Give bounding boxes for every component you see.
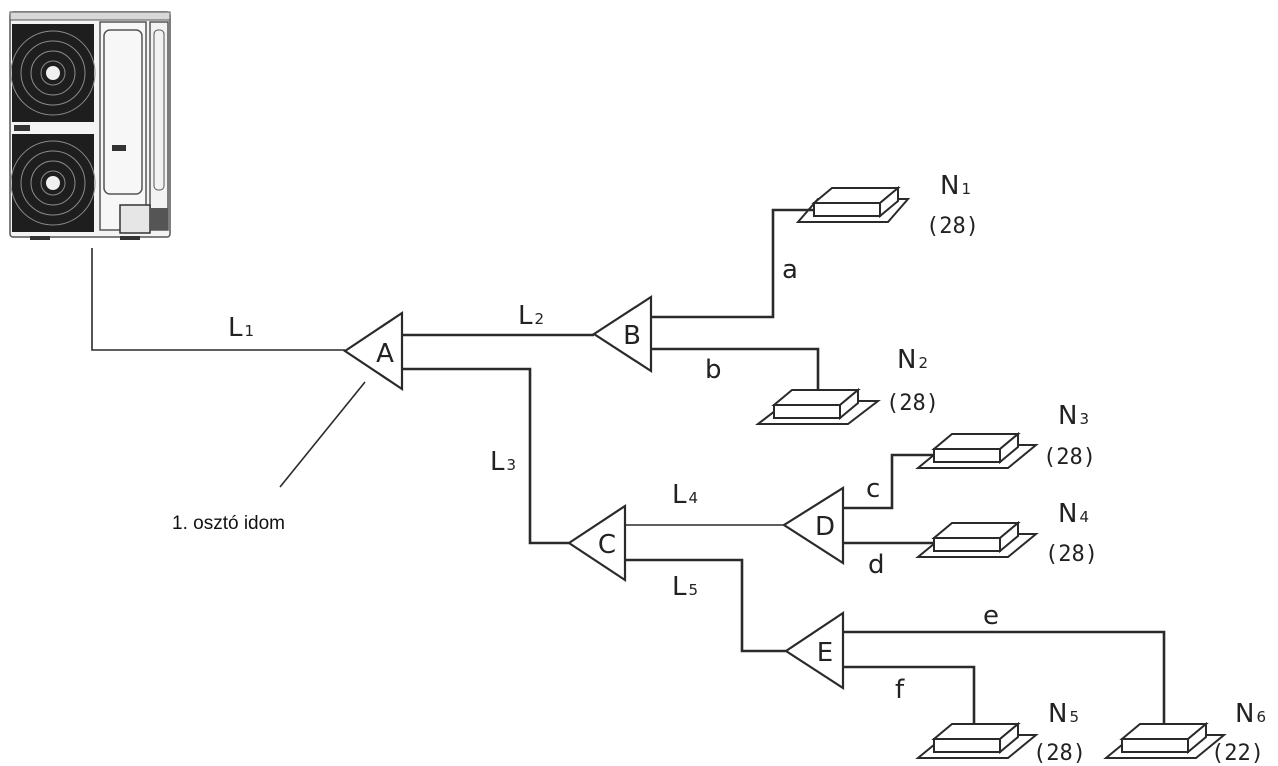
unit-capacity: (28): [1033, 741, 1086, 766]
pipe-c: [843, 453, 934, 510]
fan-icon: [10, 24, 96, 122]
joint-label: A: [376, 339, 394, 369]
unit-subscript: 3: [1079, 410, 1089, 428]
svg-text:N2: N2: [897, 345, 928, 375]
label-d: d: [868, 550, 885, 580]
branch-joint-D: D: [781, 486, 845, 566]
label-b: b: [705, 355, 722, 385]
svg-text:N1: N1: [940, 171, 971, 201]
svg-text:N5: N5: [1048, 699, 1079, 729]
unit-subscript: 5: [1069, 708, 1079, 726]
svg-text:N6: N6: [1235, 699, 1266, 729]
unit-name: N: [1048, 699, 1067, 729]
unit-name: N: [1058, 401, 1077, 431]
joint-label: C: [598, 530, 616, 560]
svg-text:N4: N4: [1058, 499, 1089, 529]
label-subscript: 3: [507, 456, 517, 474]
branch-joint-callout: 1. osztó idom: [172, 513, 285, 534]
label-e: e: [983, 601, 999, 631]
unit-capacity: (28): [1045, 542, 1098, 567]
outdoor-unit: [9, 11, 171, 240]
branch-joint-B: B: [591, 294, 653, 374]
pipe-b: [651, 347, 820, 402]
unit-capacity: (28): [886, 391, 939, 416]
joint-label: B: [623, 321, 641, 351]
svg-text:L1: L1: [228, 313, 254, 343]
label-letter: L: [518, 301, 533, 331]
unit-name: N: [1058, 499, 1077, 529]
unit-name: N: [897, 345, 916, 375]
indoor-unit-N6: [1103, 721, 1227, 759]
label-subscript: 2: [535, 310, 545, 328]
branch-joint-C: C: [567, 503, 627, 583]
pipe-e: [843, 630, 1166, 726]
svg-text:N3: N3: [1058, 401, 1089, 431]
fan-icon: [10, 134, 96, 232]
svg-text:L5: L5: [672, 572, 698, 602]
callout-leader: [279, 381, 366, 488]
label-f: f: [895, 675, 905, 705]
indoor-unit-N1: [795, 185, 911, 223]
branch-joint-A: A: [343, 310, 404, 392]
unit-name: N: [1235, 699, 1254, 729]
pipe-f: [843, 665, 976, 726]
label-letter: L: [228, 313, 243, 343]
pipe-L1: [91, 248, 345, 351]
joint-label: D: [815, 512, 835, 542]
svg-text:L4: L4: [672, 480, 698, 510]
unit-subscript: 4: [1079, 508, 1089, 526]
pipe-L5: [625, 558, 786, 653]
joint-label: E: [817, 638, 833, 668]
svg-text:L3: L3: [490, 447, 516, 477]
label-letter: L: [672, 572, 687, 602]
unit-capacity: (22): [1211, 741, 1264, 766]
unit-subscript: 2: [918, 354, 928, 372]
unit-subscript: 1: [961, 180, 971, 198]
indoor-unit-N3: [915, 431, 1039, 469]
unit-subscript: 6: [1256, 708, 1266, 726]
label-subscript: 1: [245, 322, 255, 340]
unit-name: N: [940, 171, 959, 201]
unit-capacity: (28): [1043, 445, 1096, 470]
branch-joint-E: E: [783, 610, 845, 691]
unit-capacity: (28): [926, 214, 979, 239]
pipe-a: [651, 208, 814, 319]
label-letter: L: [490, 447, 505, 477]
label-letter: L: [672, 480, 687, 510]
indoor-unit-N2: [755, 387, 881, 425]
indoor-unit-N4: [915, 520, 1039, 558]
indoor-unit-N5: [915, 721, 1039, 759]
label-c: c: [866, 474, 880, 504]
label-subscript: 5: [689, 581, 699, 599]
label-subscript: 4: [689, 489, 699, 507]
pipe-L3: [402, 367, 569, 545]
svg-text:L2: L2: [518, 301, 544, 331]
label-a: a: [782, 255, 798, 285]
